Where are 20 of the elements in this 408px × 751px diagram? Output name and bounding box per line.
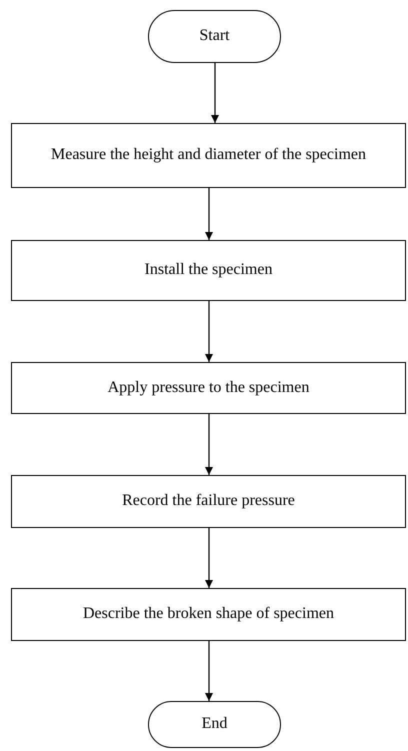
- step-text: Start: [199, 26, 230, 46]
- terminal-pill: [148, 701, 281, 748]
- step-text: Record the failure pressure: [122, 491, 295, 512]
- step-text: End: [202, 714, 228, 734]
- process-box: [11, 123, 406, 188]
- terminal-pill: [148, 10, 281, 63]
- arrow: [205, 414, 213, 475]
- process-box: [11, 240, 406, 301]
- process-box: [11, 362, 406, 414]
- arrow: [205, 528, 213, 588]
- process-box: [11, 588, 406, 641]
- step-text: Apply pressure to the specimen: [108, 378, 310, 398]
- arrow: [205, 188, 213, 240]
- step-text: Install the specimen: [144, 260, 272, 280]
- step-text: Measure the height and diameter of the specimen: [51, 145, 366, 166]
- arrow: [205, 641, 213, 701]
- process-box: [11, 475, 406, 528]
- step-text: Describe the broken shape of specimen: [82, 604, 334, 624]
- arrow: [205, 301, 213, 362]
- arrow: [211, 63, 219, 123]
